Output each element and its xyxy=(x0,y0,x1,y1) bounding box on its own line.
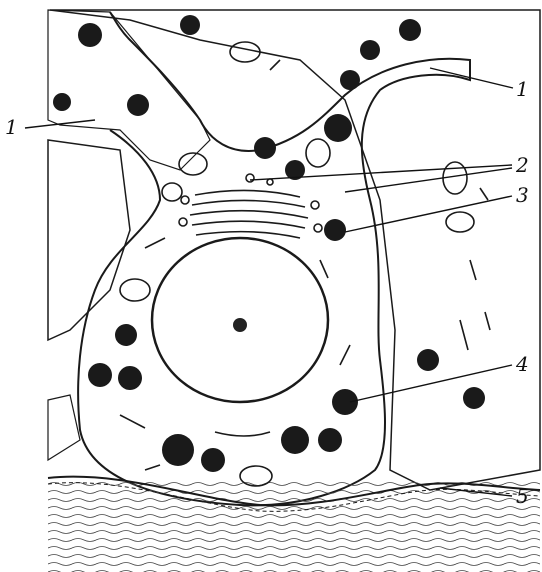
cell-body xyxy=(78,12,470,505)
golgi-apparatus xyxy=(179,174,322,238)
label-1-right: 1 xyxy=(516,77,529,101)
connective-tissue xyxy=(48,478,540,572)
mitochondria xyxy=(120,42,474,486)
label-2: 2 xyxy=(515,153,529,177)
label-5: 5 xyxy=(516,484,529,508)
label-3: 3 xyxy=(516,183,529,207)
label-4: 4 xyxy=(515,352,529,376)
nucleolus xyxy=(233,318,247,332)
label-1-left: 1 xyxy=(5,115,18,139)
